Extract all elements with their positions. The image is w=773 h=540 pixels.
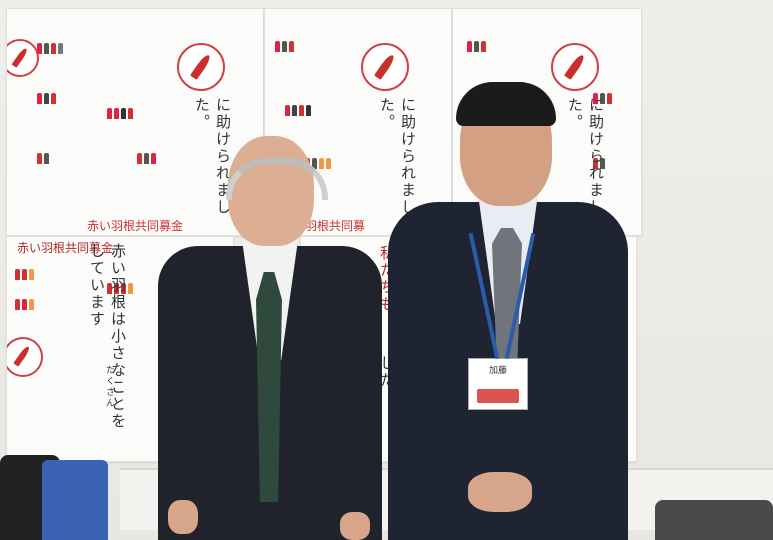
illustration-people [107,104,135,119]
office-chair [655,500,773,540]
illustration-people [37,39,65,54]
poster-handwritten-note: たくさん [104,365,114,409]
badge-red-stripe [477,389,519,403]
red-feather-logo-icon [7,39,39,77]
illustration-houses [107,279,135,294]
necktie [256,272,282,502]
name-badge: 加藤 [468,358,528,410]
hand [340,512,370,540]
clasped-hands [468,472,532,512]
illustration-people [37,89,58,104]
illustration-people [593,89,614,104]
illustration-people [137,149,158,164]
badge-name: 加藤 [488,366,507,376]
blue-chair [42,460,108,540]
poster-banner: 赤い羽根共同募金 [17,241,114,255]
poster-vertical-text: 赤い羽根は小さなことをしています [88,243,127,430]
red-feather-logo-icon [361,43,409,91]
person-right: 加藤 [388,82,628,540]
person-left [158,136,382,540]
red-feather-logo-icon [177,43,225,91]
necktie [492,228,522,358]
red-feather-logo-icon [7,337,43,377]
poster-vertical-text: に助けられました。 [566,97,605,216]
poster-vertical-text: に助けられました。 [378,97,417,216]
illustration-people [593,154,607,169]
hand [168,500,198,534]
illustration-houses [15,265,36,280]
illustration-houses [15,295,36,310]
illustration-people [37,149,51,164]
illustration-people [275,37,296,52]
red-feather-logo-icon [551,43,599,91]
illustration-people [467,37,488,52]
illustration-people [285,101,313,116]
poster-top-left: に助けられました。 赤い羽根共同募金 [6,8,264,236]
poster-fund-label-partial: 羽根共同募 [305,219,366,233]
hair [456,82,556,126]
poster-fund-label: 赤い羽根共同募金 [86,219,183,233]
